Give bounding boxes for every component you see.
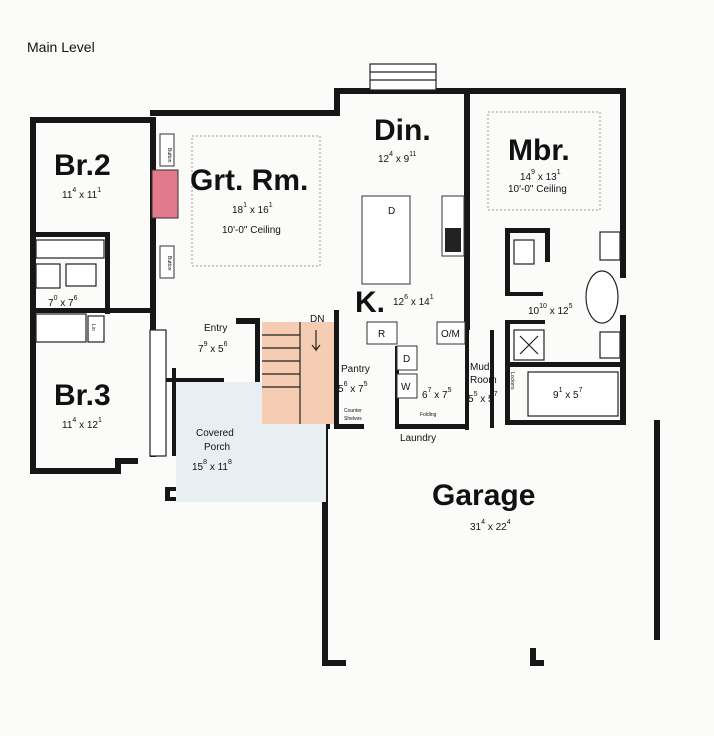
room-dims-br2: 114 x 111	[62, 187, 101, 201]
room-dims-porch: 158 x 118	[192, 459, 232, 473]
cooktop	[445, 228, 461, 252]
room-note-master: 10'-0" Ceiling	[508, 184, 567, 195]
folding-label: Folding	[420, 412, 437, 418]
button-label-top: Button	[166, 148, 172, 163]
room-dims-br3: 114 x 121	[62, 417, 102, 431]
stair-label: DN	[310, 314, 324, 325]
bench-label: Bench/	[503, 372, 509, 388]
room-dims-master-bath: 1010 x 125	[528, 303, 573, 317]
room-dims-dining: 124 x 911	[378, 151, 417, 165]
oven	[436, 321, 466, 345]
exterior-walls	[30, 88, 660, 666]
room-name-great-room: Grt. Rm.	[190, 164, 308, 197]
counter-label: Counter	[344, 408, 362, 414]
washer-label: W	[401, 382, 411, 393]
fridge	[366, 321, 398, 345]
room-name-mud-room: Mud	[470, 362, 489, 373]
room-name-entry: Entry	[204, 323, 227, 334]
laundry-label: Laundry	[400, 433, 436, 444]
lockers-label: Lockers	[509, 372, 515, 390]
room-name-pantry: Pantry	[341, 364, 370, 375]
washer	[396, 373, 418, 399]
room-dims-mud-room: 55 x 57	[468, 391, 498, 405]
stair	[262, 322, 334, 424]
room-dims-laundry: 67 x 75	[422, 387, 452, 401]
dishwasher-label: D	[388, 206, 395, 217]
shelves-label: Shelves	[344, 416, 362, 422]
front-steps	[369, 63, 437, 91]
plan-heading: Main Level	[27, 39, 95, 55]
room-note-great-room: 10'-0" Ceiling	[222, 225, 281, 236]
master-ceiling	[487, 111, 601, 211]
closet-hatching	[35, 239, 619, 457]
room-name-porch: Covered	[196, 428, 234, 439]
oven-label: O/M	[441, 329, 460, 340]
room-name-porch-2: Porch	[204, 442, 230, 453]
room-name-br3: Br.3	[54, 379, 111, 412]
bath-fixtures	[35, 231, 621, 361]
room-dims-bath2: 70 x 76	[48, 295, 78, 309]
great-room-ceiling	[191, 135, 321, 267]
room-name-dining: Din.	[374, 114, 431, 147]
room-name-kitchen: K.	[355, 286, 385, 319]
fridge-label: R	[378, 329, 385, 340]
room-dims-garage: 314 x 224	[470, 519, 511, 533]
button-label-bottom: Button	[166, 256, 172, 271]
built-in-top	[159, 133, 175, 167]
room-name-mud-room-2: Room	[470, 375, 497, 386]
kitchen-island	[361, 195, 411, 285]
fireplace	[151, 169, 179, 219]
dryer	[396, 345, 418, 371]
room-name-br2: Br.2	[54, 149, 111, 182]
room-dims-entry: 79 x 56	[198, 341, 228, 355]
room-name-garage: Garage	[432, 479, 535, 512]
linen-label: Lin	[90, 324, 96, 331]
room-dims-great-room: 181 x 161	[232, 202, 273, 216]
dryer-label: D	[403, 354, 410, 365]
room-dims-kitchen: 126 x 141	[393, 294, 434, 308]
stair-treads	[262, 322, 321, 424]
room-name-master: Mbr.	[508, 134, 570, 167]
room-dims-pantry: 56 x 75	[338, 381, 368, 395]
room-dims-master: 149 x 131	[520, 169, 561, 183]
built-in-bottom	[159, 245, 175, 279]
room-dims-master-closet: 91 x 57	[553, 387, 583, 401]
